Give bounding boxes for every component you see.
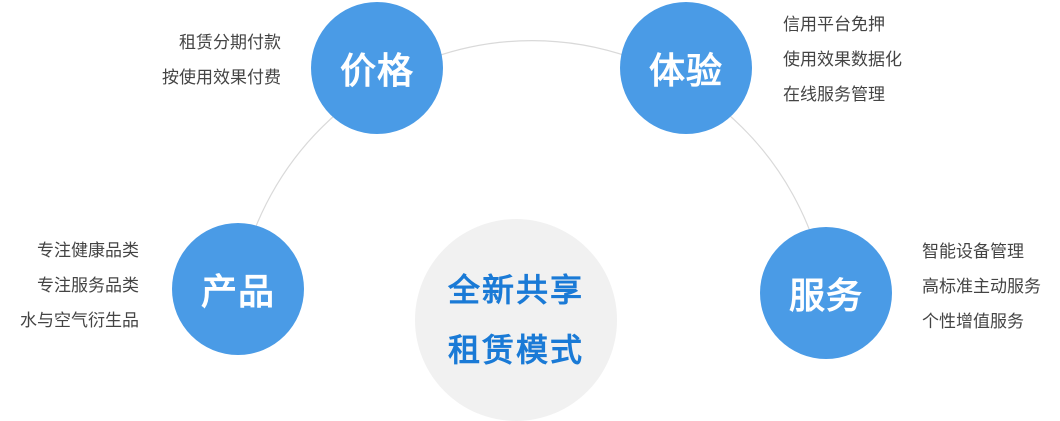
product-feature-item: 专注健康品类: [37, 241, 139, 261]
price-label: 价格: [339, 51, 414, 92]
center-circle: 全新共享 租赁模式: [415, 219, 617, 421]
center-title-line2: 租赁模式: [447, 331, 584, 369]
center-title-line1: 全新共享: [447, 271, 584, 309]
product-label: 产品: [200, 272, 275, 313]
price-features: 租赁分期付款 按使用效果付费: [162, 26, 281, 96]
experience-label: 体验: [648, 51, 723, 92]
product-feature-item: 专注服务品类: [37, 276, 139, 296]
service-feature-item: 高标准主动服务: [922, 277, 1041, 297]
price-node: 价格: [311, 2, 443, 134]
experience-features: 信用平台免押 使用效果数据化 在线服务管理: [783, 8, 902, 113]
experience-feature-item: 使用效果数据化: [783, 50, 902, 70]
experience-feature-item: 在线服务管理: [783, 85, 885, 105]
price-feature-item: 租赁分期付款: [179, 33, 281, 53]
product-feature-item: 水与空气衍生品: [20, 311, 139, 331]
price-feature-item: 按使用效果付费: [162, 68, 281, 88]
service-label: 服务: [788, 276, 863, 317]
service-features: 智能设备管理 高标准主动服务 个性增值服务: [922, 235, 1041, 340]
service-node: 服务: [760, 227, 892, 359]
product-node: 产品: [172, 223, 304, 355]
experience-feature-item: 信用平台免押: [783, 15, 885, 35]
service-feature-item: 个性增值服务: [922, 312, 1024, 332]
experience-node: 体验: [620, 2, 752, 134]
service-feature-item: 智能设备管理: [922, 242, 1024, 262]
product-features: 专注健康品类 专注服务品类 水与空气衍生品: [20, 234, 139, 339]
